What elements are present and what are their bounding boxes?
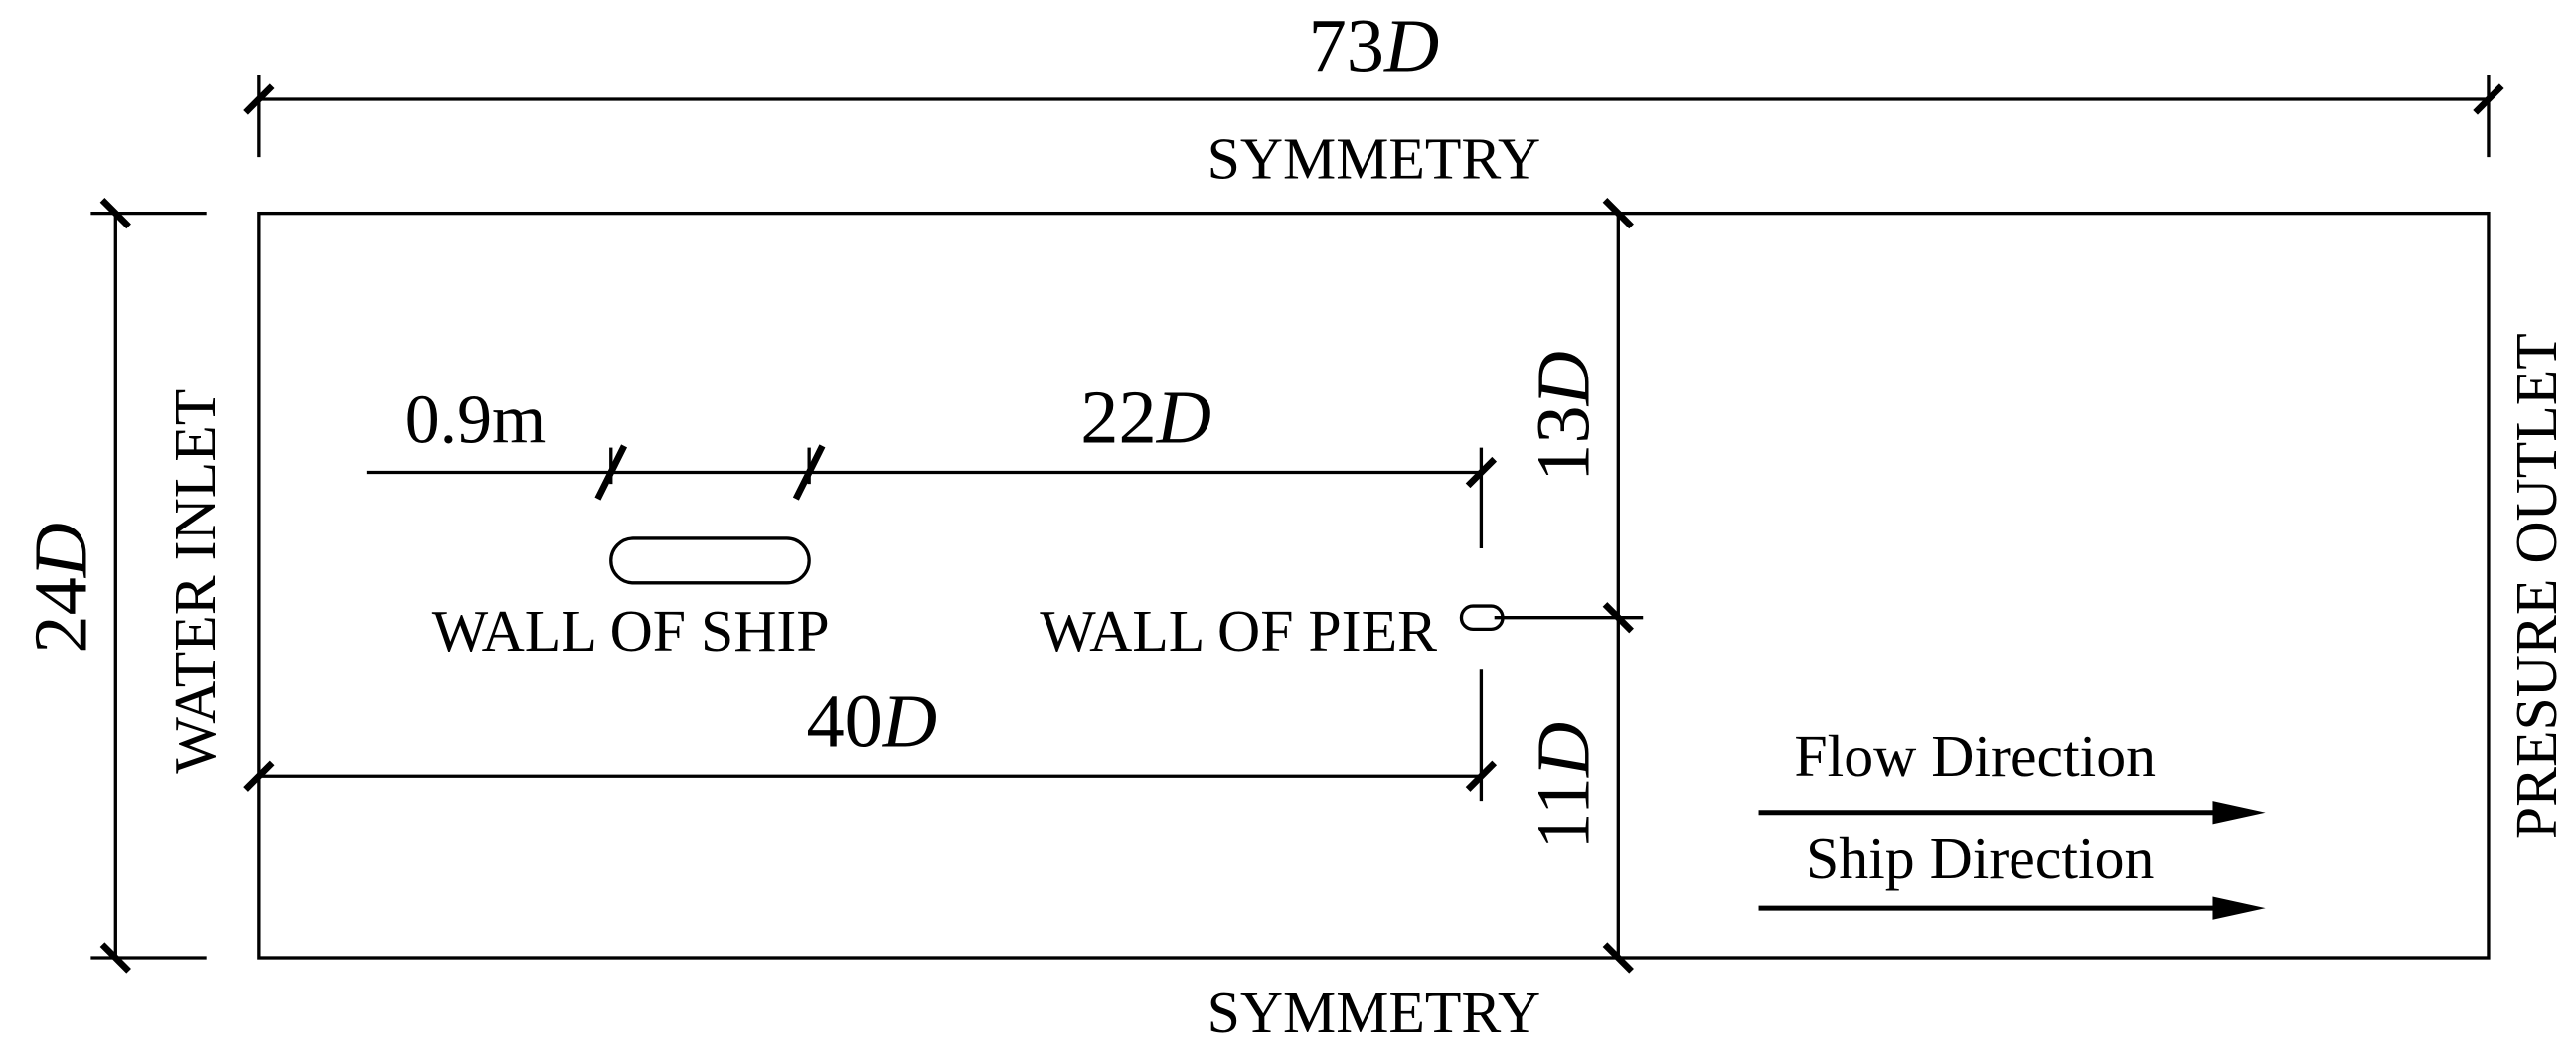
- label-24d: 24D: [18, 523, 102, 654]
- label-22d: 22D: [1080, 376, 1211, 460]
- label-40d: 40D: [806, 679, 937, 763]
- flow-direction-indicator: Flow Direction: [1758, 723, 2266, 825]
- label-wall-of-pier: WALL OF PIER: [1040, 598, 1437, 664]
- dimension-ship-and-gap: 0.9m 22D: [366, 376, 1498, 548]
- pier-shape: [1459, 604, 1505, 632]
- domain-boundary: [257, 211, 2491, 960]
- ship-hull-shape: [609, 536, 811, 585]
- label-ship-length: 0.9m: [405, 382, 546, 459]
- label-pressure-outlet: PRESURE OUTLET: [2503, 333, 2569, 839]
- label-13d: 13D: [1521, 351, 1605, 482]
- dimension-24d: 24D: [18, 198, 207, 974]
- flow-arrow-head: [2212, 801, 2266, 825]
- label-symmetry-bottom: SYMMETRY: [1208, 980, 1541, 1045]
- label-water-inlet: WATER INLET: [162, 389, 228, 774]
- label-ship-direction: Ship Direction: [1806, 826, 2154, 891]
- label-73d: 73D: [1309, 4, 1440, 88]
- dimension-13d-11d: 13D 11D: [1494, 198, 1644, 974]
- label-symmetry-top: SYMMETRY: [1208, 126, 1541, 192]
- ship-arrow-head: [2212, 896, 2266, 920]
- dimension-73d: 73D: [243, 4, 2504, 158]
- ship-direction-indicator: Ship Direction: [1758, 826, 2266, 920]
- label-flow-direction: Flow Direction: [1794, 723, 2156, 789]
- label-wall-of-ship: WALL OF SHIP: [432, 598, 830, 664]
- label-11d: 11D: [1521, 722, 1605, 850]
- dimension-40d: 40D: [243, 669, 1498, 802]
